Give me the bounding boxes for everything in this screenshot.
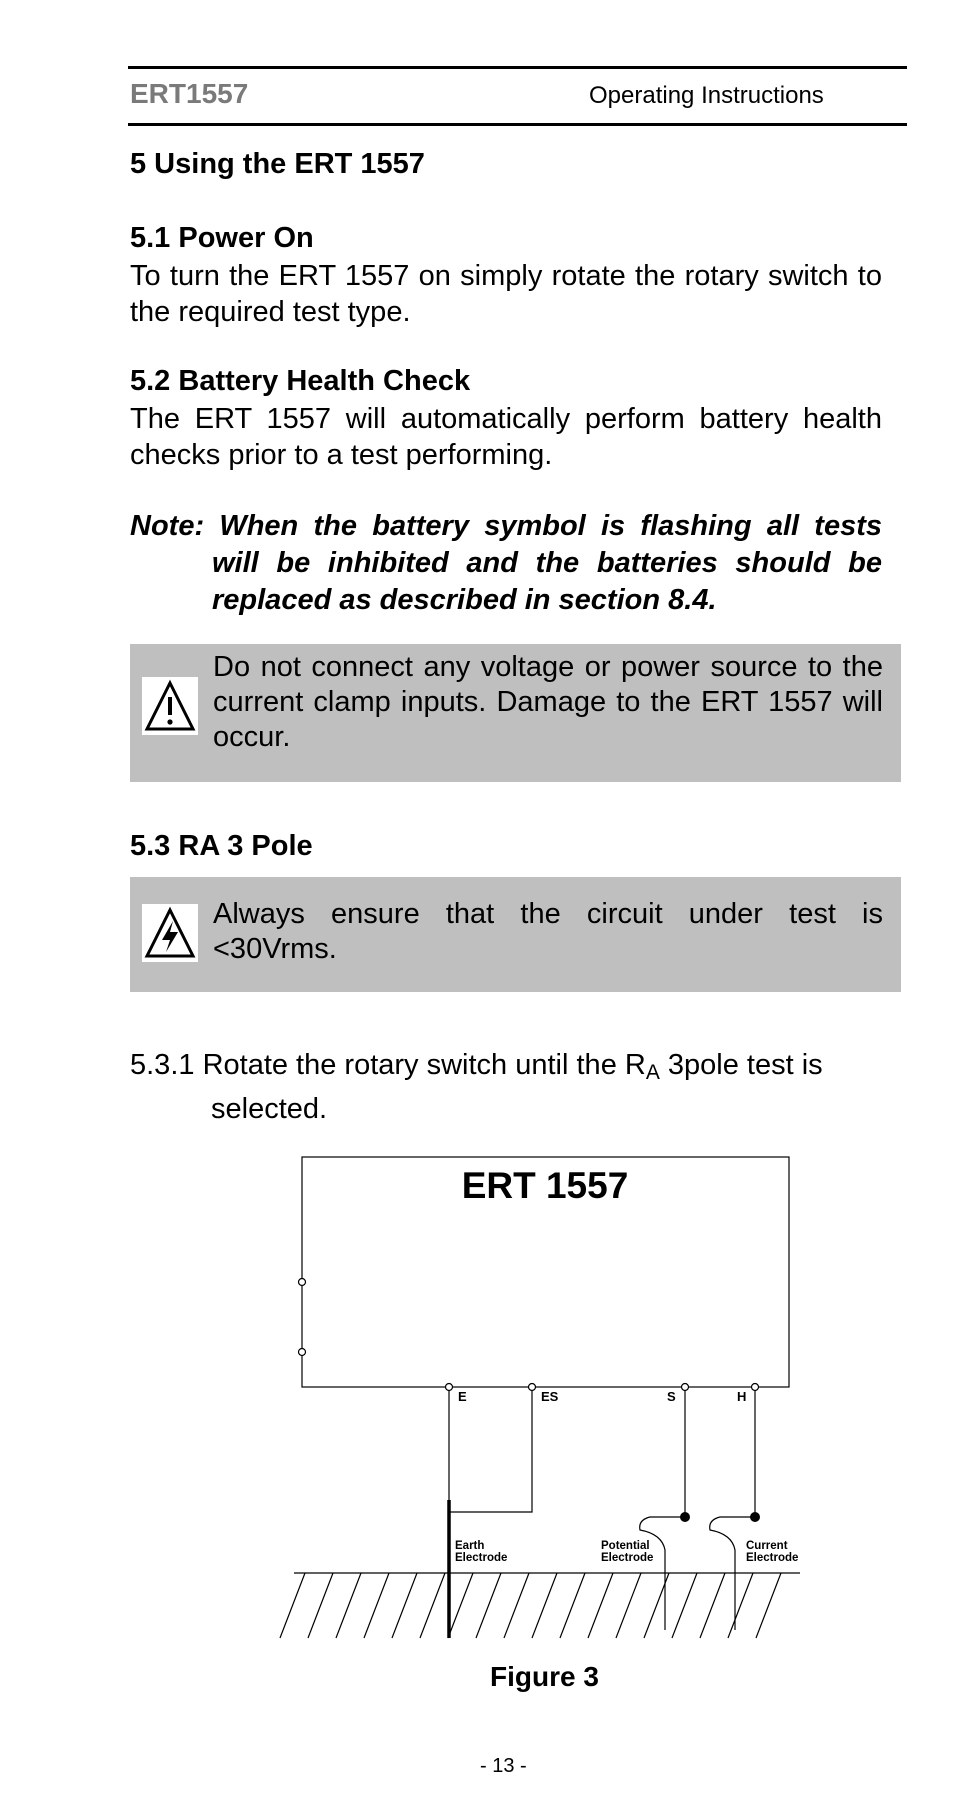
lead-es [449, 1391, 533, 1513]
terminal-s [680, 1382, 690, 1392]
section-5-2-body: The ERT 1557 will automatically perform … [130, 403, 882, 471]
caution-box-voltage: Always ensure that the circuit under tes… [130, 877, 901, 992]
caution-text-voltage: Always ensure that the circuit under tes… [213, 898, 883, 965]
electric-shock-warning-icon [142, 904, 198, 962]
header-bottom-rule [128, 123, 907, 126]
caution-text-clamp-inputs: Do not connect any voltage or power sour… [213, 651, 883, 753]
earth-electrode-label: Electrode [455, 1552, 507, 1564]
section-5-2-heading: 5.2 Battery Health Check [130, 365, 471, 397]
header-product-name: ERT1557 [130, 78, 249, 109]
potential-junction-dot [680, 1512, 690, 1522]
current-electrode-label: Current [746, 1540, 788, 1552]
earth-electrode-label: Earth [455, 1540, 484, 1552]
terminal-label-h: H [737, 1389, 746, 1404]
step-number: 5.3.1 [130, 1049, 195, 1081]
step-text-end: 3pole test is [659, 1049, 823, 1081]
battery-note-line-3: replaced as described in section 8.4. [212, 584, 717, 616]
terminal-label-e: E [458, 1389, 467, 1404]
terminal-e [444, 1382, 454, 1392]
step-5-3-1: 5.3.1 Rotate the rotary switch until the… [130, 1047, 823, 1128]
battery-note-line-2: will be inhibited and the batteries shou… [212, 547, 882, 579]
terminal-label-es: ES [541, 1389, 559, 1404]
section-5-1-heading: 5.1 Power On [130, 222, 314, 254]
device-label: ERT 1557 [462, 1165, 629, 1206]
potential-electrode-label: Potential [601, 1540, 650, 1552]
side-connector [297, 1277, 307, 1287]
header-top-rule [128, 66, 907, 69]
potential-lead [639, 1516, 685, 1630]
side-connector [297, 1347, 307, 1357]
section-5-1-body: To turn the ERT 1557 on simply rotate th… [130, 260, 882, 328]
step-text-line-2: selected. [211, 1093, 328, 1125]
section-5-3-heading: 5.3 RA 3 Pole [130, 830, 313, 862]
caution-box-clamp-inputs: Do not connect any voltage or power sour… [130, 644, 901, 782]
page-number: - 13 - [480, 1755, 527, 1777]
battery-note-line-1: Note: When the battery symbol is flashin… [130, 510, 882, 542]
potential-electrode-label: Electrode [601, 1552, 653, 1564]
step-subscript: A [645, 1061, 660, 1084]
ground-hatching [279, 1572, 782, 1639]
warning-triangle-icon [142, 677, 198, 735]
device-outline [301, 1156, 790, 1388]
current-electrode-label: Electrode [746, 1552, 798, 1564]
section-5-heading: 5 Using the ERT 1557 [130, 148, 425, 180]
terminal-h [750, 1382, 760, 1392]
header-document-title: Operating Instructions [589, 82, 824, 109]
battery-note: Note: When the battery symbol is flashin… [130, 508, 882, 619]
current-junction-dot [750, 1512, 760, 1522]
current-lead [709, 1516, 755, 1630]
terminal-es [527, 1382, 537, 1392]
step-text-start: Rotate the rotary switch until the R [202, 1049, 646, 1081]
terminal-label-s: S [667, 1389, 676, 1404]
figure-caption: Figure 3 [490, 1661, 599, 1692]
